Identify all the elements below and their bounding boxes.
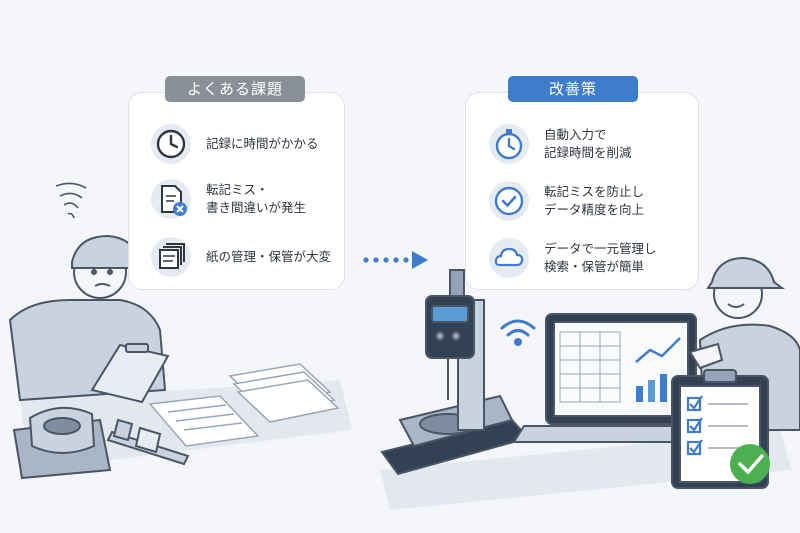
solutions-title: 改善策 [508,76,638,102]
document-error-icon [150,178,192,220]
spec-sheet-icon [148,395,260,447]
solution-text-line: 検索・保管が簡単 [544,259,645,274]
solution-item-centralized-data: データで一元管理し 検索・保管が簡単 [488,237,657,279]
cloud-icon [488,237,530,279]
solution-text-line: 転記ミスを防止し [544,184,645,199]
flow-arrow-icon [363,251,428,269]
machined-part-icon [12,406,112,480]
stopwatch-icon [488,123,530,165]
paper-stack-icon [150,236,192,278]
wireless-signal-icon [500,319,536,346]
problem-text-line: 記録に時間がかかる [206,136,319,151]
problem-item-transcription-errors: 転記ミス・ 書き間違いが発生 [150,178,306,220]
success-badge-icon [730,444,770,484]
problem-item-recording-time: 記録に時間がかかる [150,123,319,165]
confused-worker-icon [8,234,167,402]
solution-text-line: データで一元管理し [544,241,657,256]
problem-text-line: 書き間違いが発生 [206,200,307,215]
caliper-icon [106,418,190,466]
solution-item-auto-input: 自動入力で 記録時間を削減 [488,123,632,165]
laptop-dashboard-icon [512,313,730,443]
clipboard-icon [90,343,170,404]
solution-item-error-prevention: 転記ミスを防止し データ精度を向上 [488,180,644,222]
problem-text-line: 転記ミス・ [206,182,269,197]
clock-icon [150,123,192,165]
confusion-swirl-icon [55,182,87,219]
problem-item-paper-management: 紙の管理・保管が大変 [150,236,331,278]
problem-text-line: 紙の管理・保管が大変 [206,249,332,264]
solution-text-line: データ精度を向上 [544,202,645,217]
paper-stack-icon [228,363,340,423]
solution-text-line: 記録時間を削減 [544,145,632,160]
solution-text-line: 自動入力で [544,127,607,142]
problems-title: よくある課題 [165,76,305,102]
digital-indicator-icon [380,269,530,476]
check-circle-icon [488,180,530,222]
